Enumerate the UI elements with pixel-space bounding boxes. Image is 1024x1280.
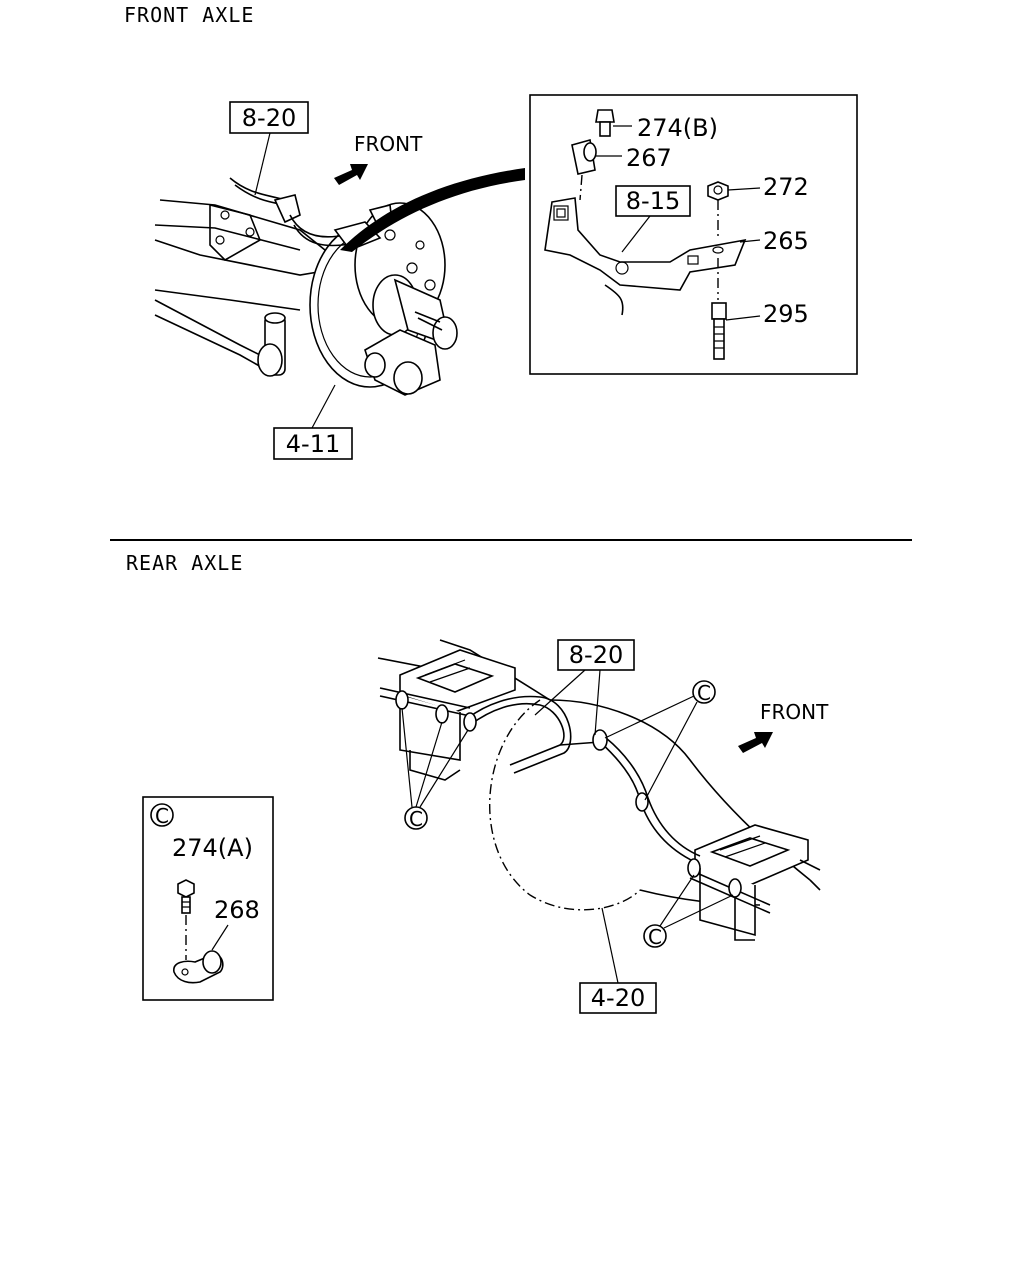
svg-text:C: C: [697, 681, 711, 705]
part-267-label: 267: [626, 144, 672, 172]
part-265-label: 265: [763, 227, 809, 255]
front-ref-box-8-20: 8-20: [229, 101, 309, 196]
front-inset-panel: 8-15: [529, 94, 858, 375]
front-ref-box-4-11: 4-11: [273, 384, 353, 460]
rear-ref-box-8-20: 8-20: [534, 639, 635, 736]
svg-text:4-11: 4-11: [286, 430, 340, 458]
rear-ref-box-4-20: 4-20: [579, 907, 657, 1014]
svg-text:C: C: [648, 925, 662, 949]
svg-text:8-20: 8-20: [242, 104, 296, 132]
callout-c-marker-top: C: [604, 680, 716, 801]
front-axle-drawing: [154, 168, 525, 396]
front-direction-arrow-icon: [334, 164, 368, 185]
rear-axle-drawing: [377, 639, 821, 941]
part-274a-label: 274(A): [172, 834, 253, 862]
svg-text:8-20: 8-20: [569, 641, 623, 669]
front-direction-label: FRONT: [354, 132, 423, 156]
svg-text:4-20: 4-20: [591, 984, 645, 1012]
clip-detail-callout-letter: C: [155, 804, 169, 828]
rear-front-direction-label: FRONT: [760, 700, 829, 724]
clip-detail-inset: C: [142, 796, 274, 1001]
callout-c-marker-bottom: C: [643, 874, 734, 949]
front-ref-box-8-15: 8-15: [626, 187, 680, 215]
rear-axle-title: REAR AXLE: [126, 551, 243, 575]
callout-c-marker-left: C: [401, 707, 469, 831]
part-295-label: 295: [763, 300, 809, 328]
part-268-label: 268: [214, 896, 260, 924]
front-axle-title: FRONT AXLE: [124, 3, 254, 27]
svg-text:C: C: [409, 807, 423, 831]
rear-front-direction-arrow-icon: [738, 732, 773, 753]
part-274b-label: 274(B): [637, 114, 718, 142]
part-272-label: 272: [763, 173, 809, 201]
